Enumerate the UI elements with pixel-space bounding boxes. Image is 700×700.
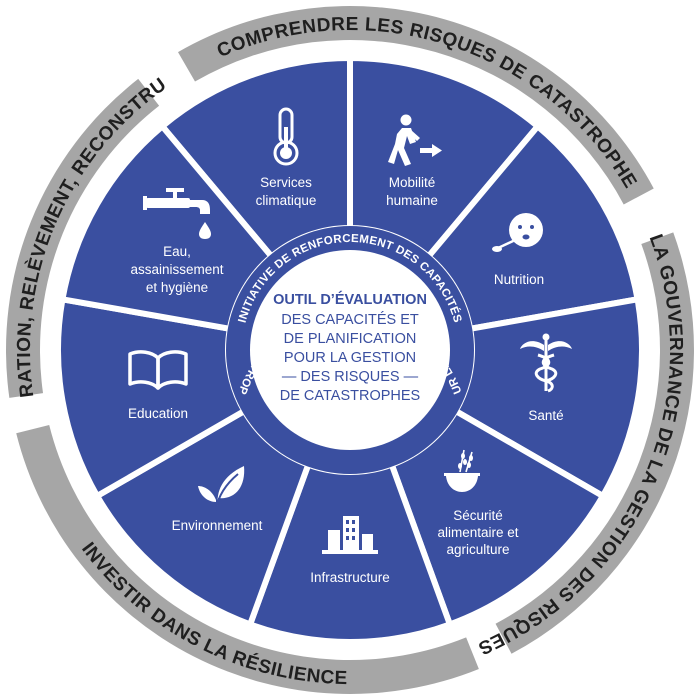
sector-label: humaine (386, 193, 438, 208)
caduceus-icon (520, 333, 572, 393)
walking-person-icon (388, 114, 442, 166)
center-line: DES CAPACITÉS ET (281, 311, 419, 328)
sector-icons (128, 107, 572, 554)
buildings-icon (322, 516, 378, 554)
center-title: OUTIL D’ÉVALUATION (273, 291, 427, 308)
center-disc (250, 250, 450, 450)
outer-segment-governance (495, 232, 694, 654)
sector-label: alimentaire et (437, 525, 518, 540)
water-tap-icon (143, 188, 211, 239)
sector-label: et hygiène (146, 280, 208, 295)
outer-segment-understand (178, 6, 654, 205)
sector-label: Santé (528, 408, 563, 423)
leaf-icon (198, 466, 245, 511)
sector-label: Education (128, 406, 188, 421)
sector-label: Sécurité (453, 508, 503, 523)
sector-label: Mobilité (389, 175, 436, 190)
baby-face-icon (492, 213, 543, 252)
book-icon (128, 350, 188, 390)
sector-label: climatique (256, 193, 317, 208)
thermometer-icon (273, 107, 299, 166)
sector-label: agriculture (446, 542, 509, 557)
sector-label: Eau, (163, 244, 191, 259)
sector-label: Infrastructure (310, 570, 390, 585)
sector-labels: Services climatique Mobilité humaine Nut… (128, 175, 564, 585)
center-line: DE PLANIFICATION (284, 331, 417, 347)
center-line: — DES RISQUES — (282, 369, 419, 385)
center-line: POUR LA GESTION (284, 350, 416, 366)
outer-segment-resilience (16, 425, 479, 694)
grain-bowl-icon (444, 449, 480, 492)
sector-label: Services (260, 175, 312, 190)
sector-label: assainissement (130, 262, 223, 277)
outer-segment-preparedness (6, 78, 160, 398)
center-line: DE CATASTROPHES (280, 388, 420, 404)
sector-label: Nutrition (494, 272, 544, 287)
sector-label: Environnement (172, 518, 263, 533)
